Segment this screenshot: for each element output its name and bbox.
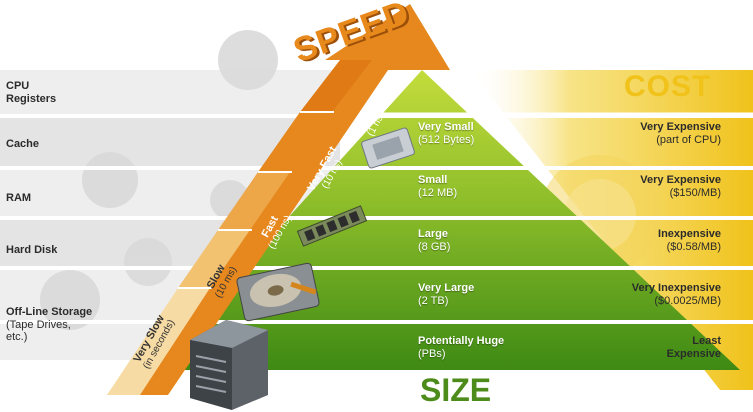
- size-value: Very Large: [418, 282, 474, 295]
- cost-detail: ($150/MB): [640, 187, 721, 200]
- size-value: Large: [418, 228, 450, 241]
- cost-detail: ($0.58/MB): [658, 241, 721, 254]
- cost-label-registers: Very Expensive (part of CPU): [640, 121, 721, 146]
- cost-label-offline: Least Expensive: [667, 335, 721, 360]
- size-label-cache: Small (12 MB): [418, 174, 457, 199]
- cost-label-hard-disk: Very Inexpensive ($0.0025/MB): [632, 282, 721, 307]
- size-value: Very Small: [418, 121, 474, 134]
- row-label-offline-storage: Off-Line Storage (Tape Drives, etc.): [6, 306, 92, 344]
- cost-label-ram: Inexpensive ($0.58/MB): [658, 228, 721, 253]
- size-label-hard-disk: Very Large (2 TB): [418, 282, 474, 307]
- size-heading: SIZE: [420, 372, 491, 409]
- cost-value: Very Expensive: [640, 174, 721, 187]
- size-label-offline: Potentially Huge (PBs): [418, 335, 504, 360]
- size-value: Small: [418, 174, 457, 187]
- size-value: Potentially Huge: [418, 335, 504, 348]
- row-label-hard-disk: Hard Disk: [6, 244, 57, 257]
- cost-value: Least: [667, 335, 721, 348]
- cost-detail: Expensive: [667, 348, 721, 361]
- size-label-ram: Large (8 GB): [418, 228, 450, 253]
- size-label-registers: Very Small (512 Bytes): [418, 121, 474, 146]
- row-label-cpu-registers: CPU Registers: [6, 80, 56, 105]
- cost-detail: (part of CPU): [640, 134, 721, 147]
- size-detail: (512 Bytes): [418, 134, 474, 147]
- cost-value: Inexpensive: [658, 228, 721, 241]
- size-detail: (12 MB): [418, 187, 457, 200]
- size-detail: (8 GB): [418, 241, 450, 254]
- row-label-ram: RAM: [6, 192, 31, 205]
- cost-value: Very Inexpensive: [632, 282, 721, 295]
- cost-detail: ($0.0025/MB): [632, 295, 721, 308]
- cost-value: Very Expensive: [640, 121, 721, 134]
- cost-label-cache: Very Expensive ($150/MB): [640, 174, 721, 199]
- size-detail: (PBs): [418, 348, 504, 361]
- cost-heading: COST: [624, 70, 711, 104]
- row-label-cpu: CPU: [6, 80, 56, 93]
- row-label-tape-drives: (Tape Drives,: [6, 319, 92, 332]
- row-label-offline-title: Off-Line Storage: [6, 306, 92, 319]
- row-label-registers: Registers: [6, 93, 56, 106]
- row-label-etc: etc.): [6, 331, 92, 344]
- row-label-cache: Cache: [6, 138, 39, 151]
- size-detail: (2 TB): [418, 295, 474, 308]
